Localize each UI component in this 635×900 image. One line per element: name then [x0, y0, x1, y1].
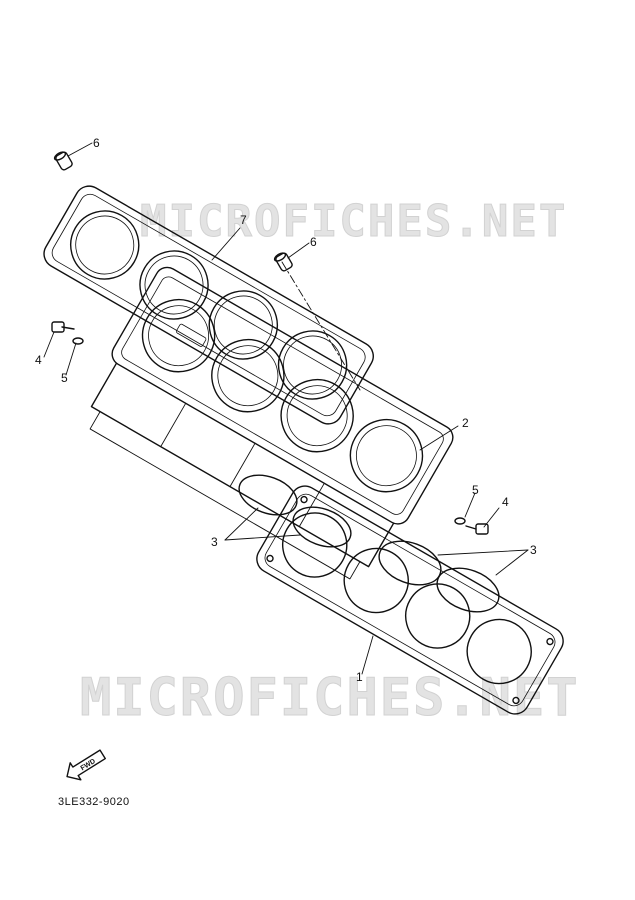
callout-washer-left: 5 [61, 371, 68, 385]
washer-right [454, 517, 466, 525]
bolt-right [465, 523, 489, 535]
drawing-code: 3LE332-9020 [58, 796, 130, 808]
leader-lines [43, 142, 529, 675]
piston-rings-left [238, 474, 352, 548]
piston-rings-right [378, 540, 500, 613]
callout-base-gasket: 1 [356, 670, 363, 684]
callout-cylinder: 2 [462, 416, 469, 430]
washer-left [72, 337, 84, 345]
dowel-pin-top-left [53, 151, 73, 171]
base-gasket [256, 485, 564, 715]
fwd-arrow-icon: FWD [66, 749, 107, 781]
fwd-label: FWD [80, 758, 97, 772]
watermark-bottom: MICROFICHES.NET [80, 668, 580, 729]
callout-bolt-left: 4 [35, 353, 42, 367]
callout-piston-rings-left: 3 [211, 535, 218, 549]
callout-piston-rings-right: 3 [530, 543, 537, 557]
watermark-top: MICROFICHES.NET [139, 196, 568, 248]
callout-washer-right: 5 [472, 483, 479, 497]
head-gasket [43, 185, 374, 425]
callout-head-gasket: 7 [240, 213, 247, 227]
callout-dowel-pin-middle: 6 [310, 235, 317, 249]
bolt-left [51, 321, 75, 333]
cylinder-block [89, 266, 454, 580]
callout-dowel-pin-top-left: 6 [93, 136, 100, 150]
callout-bolt-right: 4 [502, 495, 509, 509]
dowel-pin-middle [273, 252, 293, 272]
